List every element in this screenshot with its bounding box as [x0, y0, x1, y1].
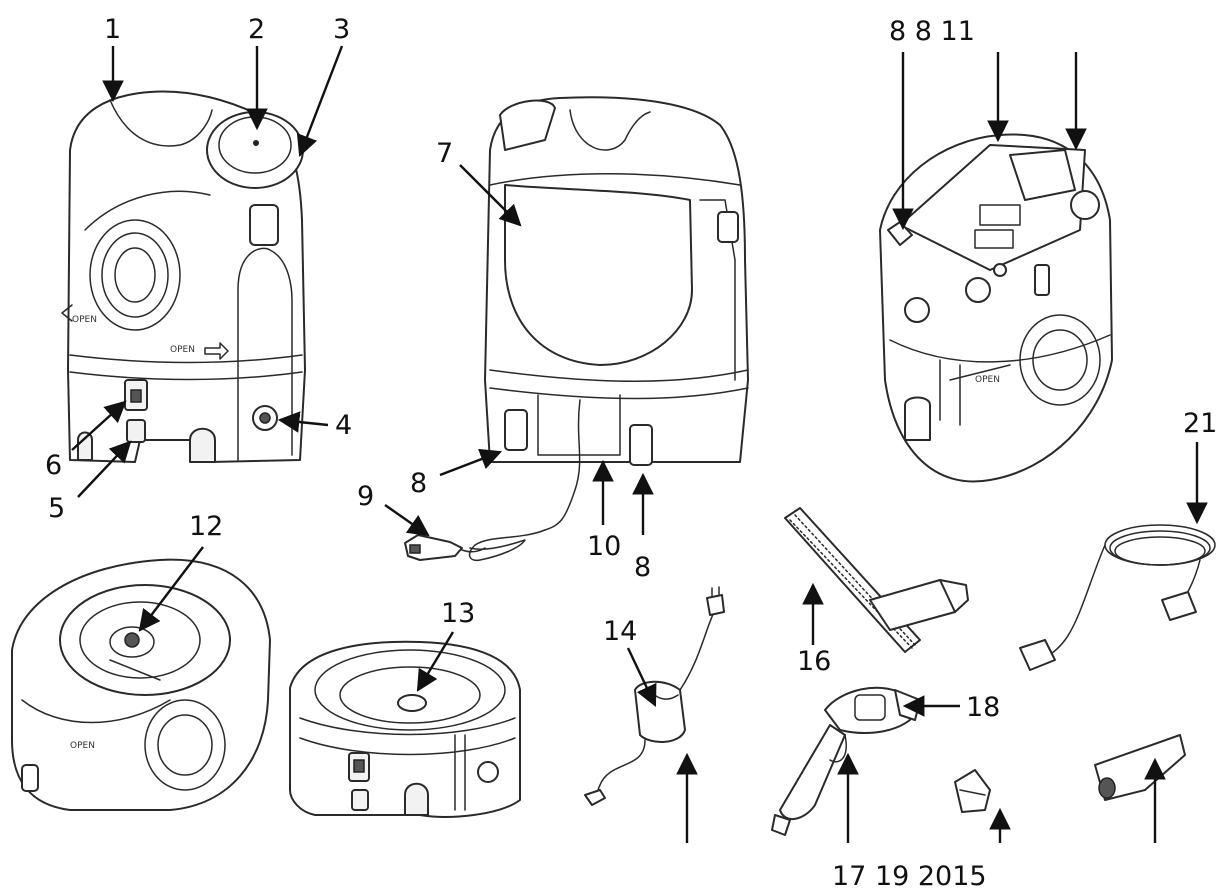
- label-8-left: 8: [410, 468, 427, 499]
- arrow-7: [459, 164, 522, 227]
- washer-back-view: [484, 96, 749, 531]
- label-4: 4: [335, 410, 352, 441]
- washer-base: [289, 640, 521, 818]
- label-12: 12: [189, 511, 223, 542]
- callout-arrows: [71, 45, 1208, 843]
- label-13: 13: [441, 598, 475, 629]
- label-1: 1: [104, 14, 121, 45]
- nozzle: [954, 769, 991, 813]
- arrow-13: [416, 631, 455, 692]
- arrow-5: [77, 440, 132, 498]
- arrow-3: [296, 45, 344, 158]
- arrow-14: [626, 647, 657, 707]
- wash-brush: [784, 507, 969, 653]
- label-5: 5: [48, 493, 65, 524]
- label-9: 9: [357, 481, 374, 512]
- hose: [1019, 524, 1216, 671]
- label-2: 2: [248, 14, 265, 45]
- arrow-9: [384, 504, 430, 537]
- arrow-4: [277, 411, 329, 433]
- callout-labels: 1 2 3 4 6 5 7 8 9 10 8 8 8 11 12 13 14 1…: [45, 14, 1217, 892]
- arrow-6: [71, 400, 127, 451]
- label-14: 14: [603, 616, 637, 647]
- open-emboss-base-view: OPEN: [70, 741, 95, 751]
- arrow-8-left: [439, 448, 503, 477]
- label-7: 7: [436, 138, 453, 169]
- adapter-fitting: [1094, 734, 1186, 801]
- label-16: 16: [797, 646, 831, 677]
- label-18: 18: [966, 692, 1000, 723]
- label-top-8-8-11: 8 8 11: [889, 16, 975, 47]
- label-bottom-17-19-20-15: 17 19 2015: [832, 861, 987, 892]
- arrow-12: [138, 546, 204, 632]
- label-21: 21: [1183, 408, 1217, 439]
- open-emboss-top-view: OPEN: [975, 375, 1000, 385]
- label-10: 10: [587, 531, 621, 562]
- open-emboss-left: OPEN: [72, 315, 97, 325]
- washer-tilted-view: OPEN: [11, 558, 271, 811]
- open-emboss-right: OPEN: [170, 345, 195, 355]
- label-8-right: 8: [634, 552, 651, 583]
- spray-gun: [771, 686, 921, 836]
- washer-top-view: OPEN: [879, 133, 1113, 483]
- label-3: 3: [333, 14, 350, 45]
- label-6: 6: [45, 450, 62, 481]
- washer-front-view: OPEN OPEN: [61, 90, 306, 463]
